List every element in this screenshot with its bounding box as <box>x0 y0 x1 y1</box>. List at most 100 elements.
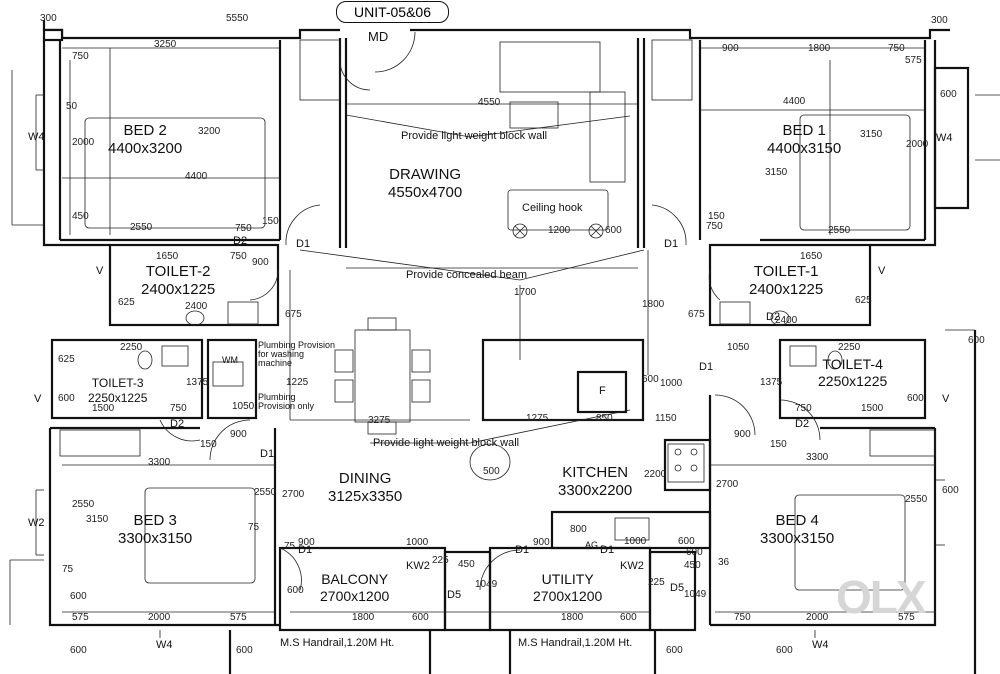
vent-tag-toilet3: V <box>34 393 42 405</box>
dim: 150 <box>200 439 217 450</box>
room-bed1-size: 4400x3150 <box>767 140 842 157</box>
dim: 900 <box>298 537 315 548</box>
room-toilet1-name: TOILET-1 <box>753 263 819 280</box>
dim: 450 <box>72 211 89 222</box>
dim: 800 <box>570 524 587 535</box>
dim: 750 <box>235 223 252 234</box>
dim: 1800 <box>352 612 375 623</box>
dim: 2000 <box>72 137 95 148</box>
dim: 2200 <box>644 469 667 480</box>
dim: 600 <box>666 645 683 656</box>
dim: 2000 <box>148 612 171 623</box>
note-block-wall-bottom: Provide light weight block wall <box>373 437 520 449</box>
dim: 625 <box>855 295 872 306</box>
dim: 900 <box>533 537 550 548</box>
dim: 300 <box>40 13 57 24</box>
dim: 3250 <box>154 39 177 50</box>
dim: 750 <box>230 251 247 262</box>
dim: 500 <box>483 466 500 477</box>
window-tag-w2-bed3: W2 <box>28 517 45 529</box>
note-ceiling-hook: Ceiling hook <box>522 202 583 214</box>
dim: 2250 <box>838 342 861 353</box>
dim: 3300 <box>806 452 829 463</box>
kitchen-platform <box>663 438 712 492</box>
dim: 5550 <box>226 13 249 24</box>
dim: 1000 <box>660 378 683 389</box>
dim: 1050 <box>727 342 750 353</box>
dim: 4550 <box>478 97 501 108</box>
dim: 600 <box>70 645 87 656</box>
wall-top-left <box>42 20 340 40</box>
dim: 600 <box>776 645 793 656</box>
dim: 1375 <box>760 377 783 388</box>
door-tag-d1-bed4: D1 <box>699 361 714 373</box>
washing-machine-tag: WM <box>222 355 238 365</box>
note-plumbing-only: Plumbing Provision only <box>258 392 315 411</box>
room-bed2-size: 4400x3200 <box>108 140 183 157</box>
fridge <box>576 370 628 414</box>
door-tag-d1-drawing-right: D1 <box>664 238 679 250</box>
dim: 900 <box>230 429 247 440</box>
room-dining-size: 3125x3350 <box>328 488 403 505</box>
dim: 2700 <box>716 479 739 490</box>
window-tag-kw2-balcony: KW2 <box>406 560 430 572</box>
dim: 900 <box>722 43 739 54</box>
fridge-tag: F <box>599 385 606 397</box>
dim: 625 <box>58 354 75 365</box>
dim: 4400 <box>185 171 208 182</box>
window-tag-kw2-utility: KW2 <box>620 560 644 572</box>
room-bed2-name: BED 2 <box>123 122 167 139</box>
door-tag-d1-kitchen: D1 <box>600 544 615 556</box>
dim: 3300 <box>148 457 171 468</box>
dim: 675 <box>285 309 302 320</box>
room-dining-name: DINING <box>338 470 392 487</box>
shaft-left <box>206 338 258 420</box>
room-balcony-size: 2700x1200 <box>320 588 390 604</box>
vent-tag-toilet4: V <box>942 393 950 405</box>
dim: 300 <box>931 15 948 26</box>
walls <box>42 20 977 674</box>
room-utility-name: UTILITY <box>541 571 594 587</box>
room-bed1-name: BED 1 <box>782 122 826 139</box>
dim: 1500 <box>861 403 884 414</box>
dim: 2550 <box>254 487 277 498</box>
dim: 600 <box>642 374 659 385</box>
dim: 75 <box>284 541 296 552</box>
dim: 450 <box>684 560 701 571</box>
dim: 900 <box>734 429 751 440</box>
dim: 900 <box>252 257 269 268</box>
dim: 1000 <box>624 536 647 547</box>
dim: 50 <box>66 101 78 112</box>
dim: 600 <box>942 485 959 496</box>
dim: 625 <box>118 297 135 308</box>
dim: 600 <box>58 393 75 404</box>
dim: 750 <box>706 221 723 232</box>
room-drawing-name: DRAWING <box>389 166 462 183</box>
dim: 150 <box>708 211 725 222</box>
dim: 600 <box>678 536 695 547</box>
dim: 2250 <box>120 342 143 353</box>
door-tag-d2-toilet4: D2 <box>795 418 810 430</box>
dim: 1150 <box>655 413 677 424</box>
door-tag-d5-utility: D5 <box>670 582 685 594</box>
dim: 75 <box>62 564 74 575</box>
dim: 1225 <box>286 377 309 388</box>
dim: 2000 <box>906 139 929 150</box>
room-drawing-size: 4550x4700 <box>388 184 463 201</box>
dim: 600 <box>686 547 703 558</box>
dim: 750 <box>888 43 905 54</box>
dim: 75 <box>248 522 260 533</box>
vent-tag-toilet1: V <box>878 265 886 277</box>
window-tag-w4-bed4: W4 <box>812 639 829 651</box>
dim: 1375 <box>186 377 209 388</box>
dim: 600 <box>236 645 253 656</box>
dim: 1049 <box>475 579 498 590</box>
door-tag-d5-balcony: D5 <box>447 589 462 601</box>
dim: 2700 <box>282 489 305 500</box>
dim: 3150 <box>765 167 788 178</box>
unit-label: UNIT-05&06 <box>336 1 449 23</box>
